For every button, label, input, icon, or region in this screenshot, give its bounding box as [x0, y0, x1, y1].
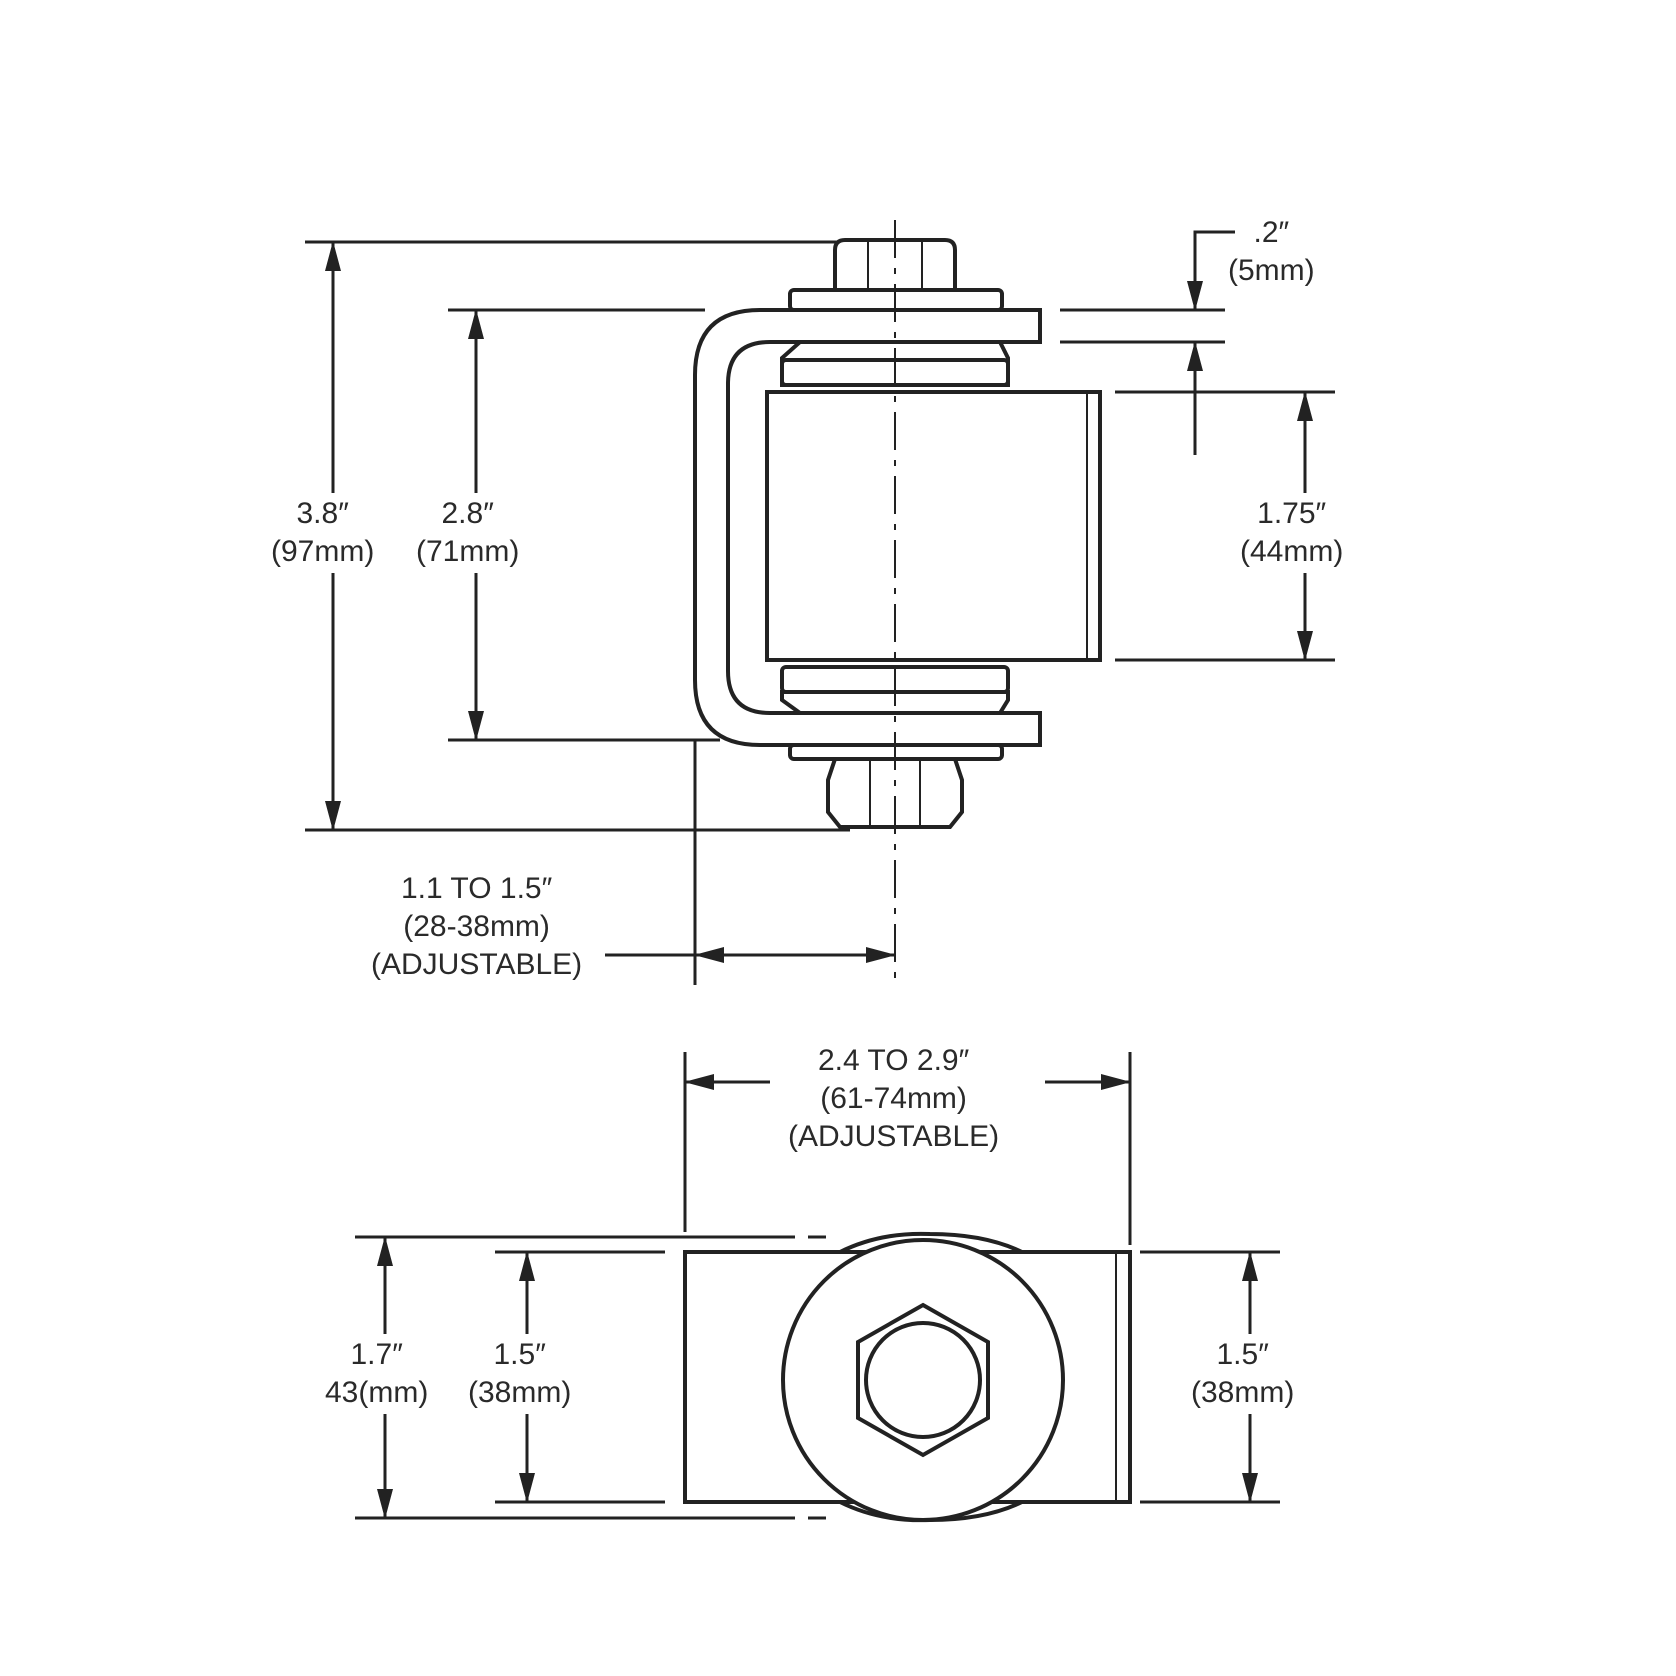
bottom-nut: [826, 757, 964, 829]
length-label: 2.4 TO 2.9″ (61-74mm) (ADJUSTABLE): [788, 1044, 1000, 1153]
barrel: [765, 390, 1102, 662]
bracket-height-label: 2.8″ (71mm): [410, 493, 526, 573]
bracket: [693, 308, 1042, 747]
top-nut: [833, 238, 957, 292]
barrel-width-label: 1.5″ (38mm): [1185, 1334, 1301, 1414]
washer-thickness-label: .2″ (5mm): [1228, 216, 1315, 287]
washer-dim-top: [1187, 230, 1235, 311]
overall-height-label: 3.8″ (97mm): [265, 493, 381, 573]
overall-width-label: 1.7″ 43(mm): [319, 1334, 435, 1414]
side-view: [305, 220, 1335, 985]
offset-label: 1.1 TO 1.5″ (28-38mm) (ADJUSTABLE): [371, 872, 583, 981]
barrel-height-label: 1.75″ (44mm): [1234, 493, 1350, 573]
bolt-end: [864, 1321, 982, 1439]
plate-width-label: 1.5″ (38mm): [462, 1334, 578, 1414]
